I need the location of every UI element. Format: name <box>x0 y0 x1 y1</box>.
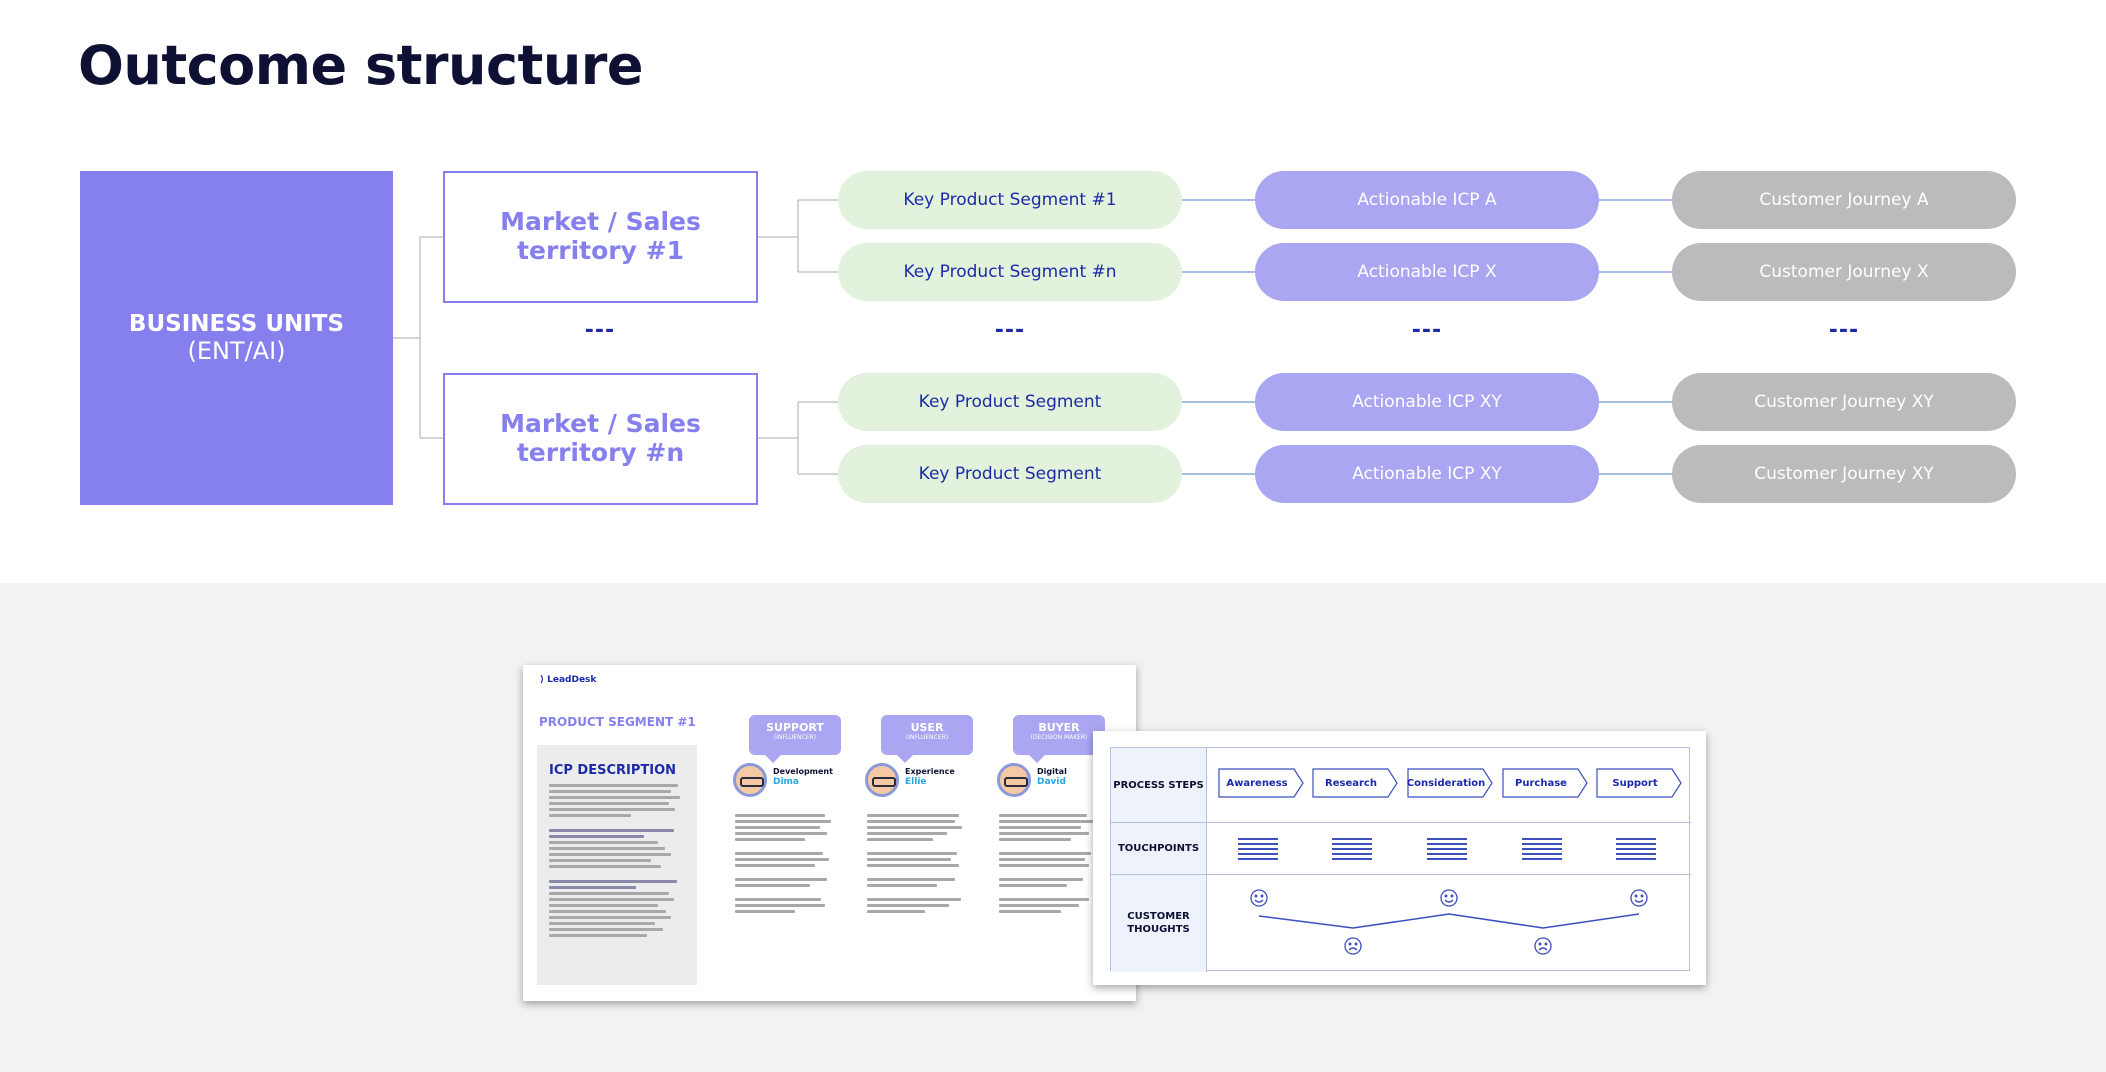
segment-pill: Key Product Segment #1 <box>838 171 1182 229</box>
persona-bubble: SUPPORT (INFLUENCER) <box>749 715 841 763</box>
persona-name-1: Development <box>773 767 833 776</box>
touchpoint-lines <box>1616 838 1656 863</box>
icp-description-title: ICP DESCRIPTION <box>549 763 677 778</box>
step-research: Research <box>1312 768 1398 798</box>
segment-pill: Key Product Segment <box>838 445 1182 503</box>
avatar <box>865 763 899 797</box>
touchpoint-lines <box>1332 838 1372 863</box>
persona-support: SUPPORT (INFLUENCER) Development Dima <box>733 715 853 913</box>
persona-name-2: Ellie <box>905 777 927 787</box>
ellipsis-icp: --- <box>1411 318 1443 343</box>
journey-pill: Customer Journey X <box>1672 243 2016 301</box>
persona-name-2: Dima <box>773 777 800 787</box>
segment-pill: Key Product Segment <box>838 373 1182 431</box>
step-label: Consideration <box>1406 777 1486 789</box>
journey-map-thumbnail: PROCESS STEPS TOUCHPOINTS CUSTOMER THOUG… <box>1093 731 1706 985</box>
business-units-box: BUSINESS UNITS (ENT/AI) <box>80 171 393 505</box>
touchpoints-label: TOUCHPOINTS <box>1111 822 1207 874</box>
frown-icon <box>1534 937 1552 955</box>
icp-pill: Actionable ICP X <box>1255 243 1599 301</box>
step-purchase: Purchase <box>1502 768 1588 798</box>
segment-pill: Key Product Segment #n <box>838 243 1182 301</box>
ellipsis-journey: --- <box>1828 318 1860 343</box>
persona-sub: (DECISION MAKER) <box>1030 734 1088 741</box>
avatar <box>733 763 767 797</box>
persona-user: USER (INFLUENCER) Experience Ellie <box>865 715 985 913</box>
persona-bubble: BUYER (DECISION MAKER) <box>1013 715 1105 763</box>
persona-name-1: Experience <box>905 767 955 776</box>
territory-1-box: Market / Sales territory #1 <box>443 171 758 303</box>
icp-description-panel: ICP DESCRIPTION <box>537 745 697 985</box>
icp-pill: Actionable ICP A <box>1255 171 1599 229</box>
persona-sub: (INFLUENCER) <box>773 734 817 741</box>
touchpoint-lines <box>1238 838 1278 863</box>
frown-icon <box>1344 937 1362 955</box>
step-consideration: Consideration <box>1407 768 1493 798</box>
smiley-icon <box>1440 889 1458 907</box>
persona-buyer: BUYER (DECISION MAKER) Digital David <box>997 715 1117 913</box>
persona-name-2: David <box>1037 777 1066 787</box>
persona-role: BUYER <box>1038 721 1080 734</box>
persona-bubble: USER (INFLUENCER) <box>881 715 973 763</box>
smiley-icon <box>1250 889 1268 907</box>
touchpoint-lines <box>1427 838 1467 863</box>
business-units-sublabel: (ENT/AI) <box>187 337 286 365</box>
territory-n-box: Market / Sales territory #n <box>443 373 758 505</box>
journey-map-grid: PROCESS STEPS TOUCHPOINTS CUSTOMER THOUG… <box>1110 747 1691 972</box>
icp-card-thumbnail: ⟩LeadDesk PRODUCT SEGMENT #1 ICP DESCRIP… <box>523 665 1136 1001</box>
journey-pill: Customer Journey A <box>1672 171 2016 229</box>
journey-pill: Customer Journey XY <box>1672 445 2016 503</box>
step-awareness: Awareness <box>1218 768 1304 798</box>
logo-text: LeadDesk <box>547 675 597 685</box>
page-title: Outcome structure <box>78 34 644 97</box>
business-units-label: BUSINESS UNITS <box>128 311 345 337</box>
customer-thoughts-curve <box>1250 889 1648 955</box>
icp-pill: Actionable ICP XY <box>1255 445 1599 503</box>
process-steps-label: PROCESS STEPS <box>1111 748 1207 822</box>
icp-pill: Actionable ICP XY <box>1255 373 1599 431</box>
customer-thoughts-label: CUSTOMER THOUGHTS <box>1111 874 1207 972</box>
touchpoint-lines <box>1522 838 1562 863</box>
smiley-icon <box>1630 889 1648 907</box>
ellipsis-segment: --- <box>994 318 1026 343</box>
journey-pill: Customer Journey XY <box>1672 373 2016 431</box>
product-segment-label: PRODUCT SEGMENT #1 <box>539 715 696 729</box>
step-label: Support <box>1612 777 1658 789</box>
avatar <box>997 763 1031 797</box>
logo-icon: ⟩ <box>540 675 545 685</box>
persona-sub: (INFLUENCER) <box>905 734 949 741</box>
leaddesk-logo: ⟩LeadDesk <box>540 675 596 685</box>
persona-name-1: Digital <box>1037 767 1067 776</box>
step-support: Support <box>1596 768 1682 798</box>
step-label: Purchase <box>1515 777 1567 789</box>
step-label: Awareness <box>1226 777 1288 789</box>
persona-role: USER <box>910 721 944 734</box>
step-label: Research <box>1325 777 1377 789</box>
ellipsis-territory: --- <box>584 318 616 343</box>
persona-role: SUPPORT <box>766 721 824 734</box>
connector-lines <box>393 199 1672 475</box>
